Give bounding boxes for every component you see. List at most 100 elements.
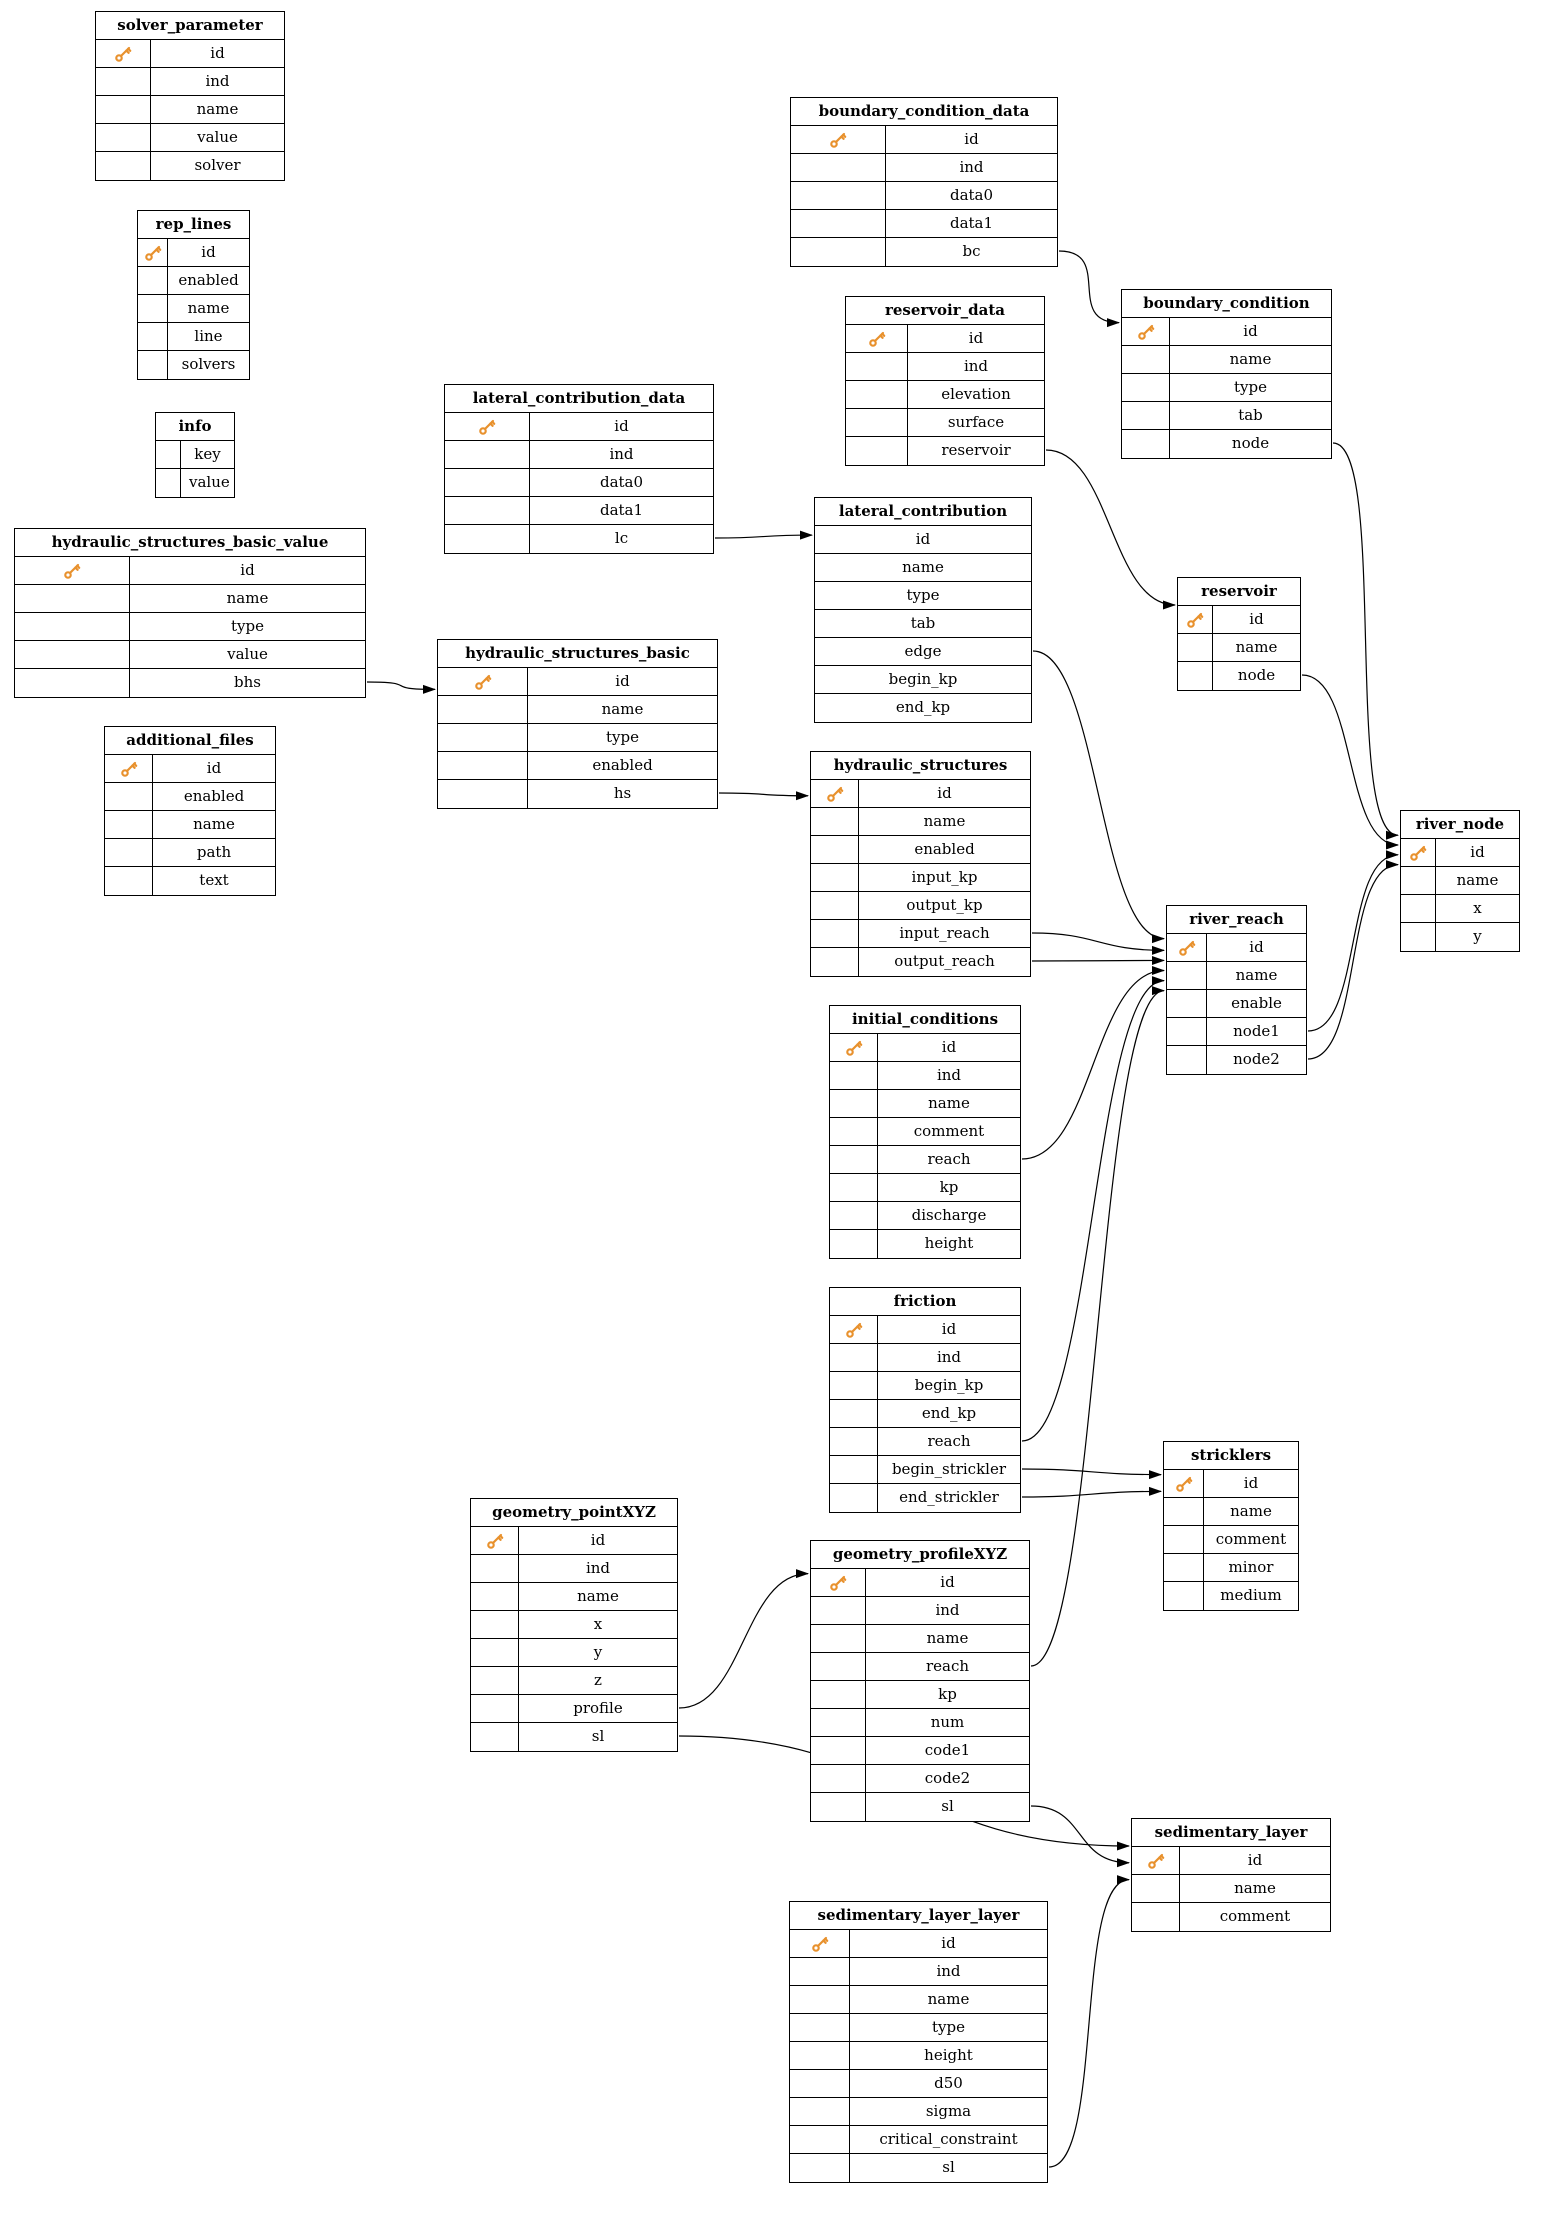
column-label: hs (613, 784, 632, 802)
entity-title: info (156, 413, 234, 441)
column-row: comment (1164, 1526, 1298, 1554)
entity-title: reservoir_data (846, 297, 1044, 325)
column-label: surface (947, 413, 1005, 431)
column-row: id (1167, 934, 1306, 962)
key-icon (845, 1322, 862, 1338)
column-row: end_strickler (830, 1484, 1020, 1512)
column-label: bhs (234, 673, 261, 691)
column-label: name (196, 100, 239, 118)
column-label: id (614, 417, 629, 435)
key-cell-empty (1122, 346, 1170, 373)
primary-key-cell (1401, 839, 1436, 866)
key-cell-empty (15, 613, 130, 640)
column-label: id (964, 130, 979, 148)
key-cell-empty (1132, 1875, 1180, 1902)
entity-title: boundary_condition_data (791, 98, 1057, 126)
column-row: id (445, 413, 713, 441)
key-cell-empty (96, 68, 151, 95)
key-cell-empty (105, 811, 153, 838)
relationship-edge-geometry_profileXYZ.sl-to-sedimentary_layer (1030, 1805, 1130, 1868)
key-icon (115, 46, 132, 62)
column-label: id (210, 44, 225, 62)
column-row: name (815, 554, 1031, 582)
column-row: name (96, 96, 284, 124)
primary-key-cell (1164, 1470, 1204, 1497)
column-label: discharge (911, 1206, 987, 1224)
column-row: node (1178, 662, 1300, 690)
column-label: x (1473, 899, 1482, 917)
column-row: name (138, 295, 249, 323)
column-row: id (1164, 1470, 1298, 1498)
entity-title: lateral_contribution (815, 498, 1031, 526)
relationship-edge-geometry_profileXYZ.reach-to-river_reach (1030, 986, 1165, 1667)
relationship-edge-boundary_condition_data.bc-to-boundary_condition (1058, 250, 1120, 328)
column-label: reach (927, 1432, 971, 1450)
key-cell-empty (811, 1653, 866, 1680)
column-row: node1 (1167, 1018, 1306, 1046)
column-row: enable (1167, 990, 1306, 1018)
column-label: data0 (599, 473, 644, 491)
column-label: text (199, 871, 229, 889)
column-label: node (1231, 434, 1270, 452)
column-row: d50 (790, 2070, 1047, 2098)
primary-key-cell (790, 1930, 850, 1957)
relationship-edge-reservoir.node-to-river_node (1301, 674, 1399, 850)
column-label: name (193, 815, 235, 833)
column-label: ind (205, 72, 230, 90)
key-cell-empty (846, 353, 908, 380)
column-label: enabled (178, 271, 239, 289)
relationship-edge-hydraulic_structures.output_reach-to-river_reach (1031, 955, 1165, 965)
key-cell-empty (811, 1793, 866, 1821)
column-label: begin_strickler (891, 1460, 1007, 1478)
entity-title: river_reach (1167, 906, 1306, 934)
relationship-edge-initial_conditions.reach-to-river_reach (1021, 966, 1165, 1160)
column-label: edge (904, 642, 942, 660)
key-cell-empty (138, 351, 168, 379)
key-cell-empty (471, 1723, 519, 1751)
column-row: id (846, 325, 1044, 353)
column-label: medium (1220, 1586, 1282, 1604)
column-label: ind (963, 357, 989, 375)
column-row: tab (815, 610, 1031, 638)
key-cell-empty (830, 1174, 878, 1201)
column-row: id (96, 40, 284, 68)
entity-title: boundary_condition (1122, 290, 1331, 318)
relationship-edge-hydraulic_structures_basic_value.bhs-to-hydraulic_structures_basic (366, 681, 436, 694)
column-row: enabled (438, 752, 717, 780)
column-row: ind (445, 441, 713, 469)
column-row: path (105, 839, 275, 867)
relationship-edge-friction.reach-to-river_reach (1021, 976, 1165, 1442)
key-cell-empty (811, 1681, 866, 1708)
column-row: y (1401, 923, 1519, 951)
entity-title: initial_conditions (830, 1006, 1020, 1034)
column-row: z (471, 1667, 677, 1695)
column-row: ind (791, 154, 1057, 182)
key-cell-empty (1401, 923, 1436, 951)
entity-title: friction (830, 1288, 1020, 1316)
key-icon (486, 1533, 503, 1549)
column-row: end_kp (830, 1400, 1020, 1428)
relationship-edge-reservoir_data.reservoir-to-reservoir (1045, 449, 1176, 610)
column-row: bc (791, 238, 1057, 266)
column-row: code1 (811, 1737, 1029, 1765)
column-row: type (15, 613, 365, 641)
column-label: d50 (934, 2074, 963, 2092)
column-row: key (156, 441, 234, 469)
key-cell-empty (15, 669, 130, 697)
column-row: data1 (791, 210, 1057, 238)
key-cell-empty (1122, 374, 1170, 401)
column-label: critical_constraint (879, 2130, 1018, 2148)
column-row: bhs (15, 669, 365, 697)
primary-key-cell (830, 1034, 878, 1061)
entity-title: stricklers (1164, 1442, 1298, 1470)
column-row: id (438, 668, 717, 696)
column-label: height (924, 1234, 974, 1252)
column-label: path (196, 843, 232, 861)
column-row: height (830, 1230, 1020, 1258)
column-row: ind (471, 1555, 677, 1583)
key-cell-empty (811, 1737, 866, 1764)
column-label: ind (959, 158, 984, 176)
column-row: kp (811, 1681, 1029, 1709)
key-cell-empty (846, 381, 908, 408)
